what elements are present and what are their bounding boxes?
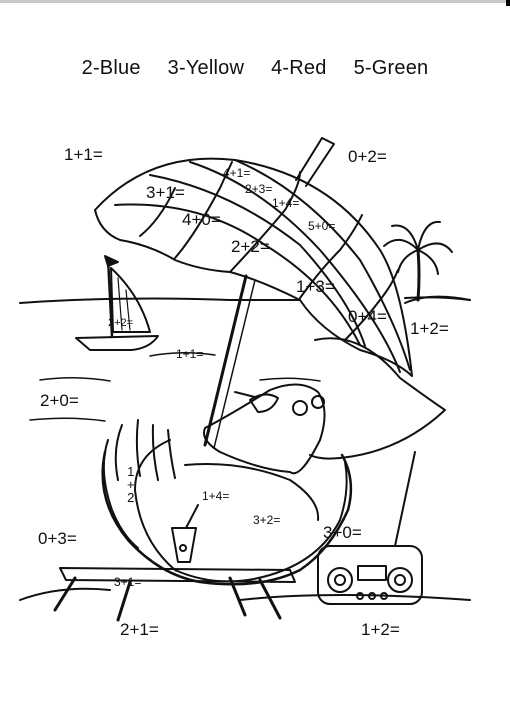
equation-label: 2+1=: [120, 620, 159, 639]
palm-tree: [383, 220, 453, 302]
equation-label: 1+2=: [410, 319, 449, 338]
sand-dune: [309, 337, 446, 460]
legend-yellow: 3-Yellow: [167, 57, 245, 79]
deck-chair: [53, 450, 353, 622]
equation-label: 1+4=: [202, 489, 230, 503]
equation-label: 1+2=: [361, 620, 400, 639]
equation-label: 1+4=: [272, 196, 300, 210]
sailboat: [75, 255, 159, 351]
drink-glass: [171, 504, 199, 563]
equation-label: 1+1=: [176, 347, 204, 361]
legend-blue: 2-Blue: [81, 57, 141, 79]
equation-part: +: [127, 477, 135, 492]
equation-label: 3+2=: [253, 513, 281, 527]
beach-umbrella: [94, 137, 413, 377]
equation-label: 4+1=: [223, 166, 251, 180]
equation-label-vertical: 1 + 2: [127, 465, 135, 504]
color-legend: 2-Blue 3-Yellow 4-Red 5-Green: [0, 57, 510, 80]
equation-label: 1+1=: [64, 145, 103, 164]
umbrella-pole: [213, 279, 256, 449]
wave-line: [39, 376, 111, 382]
wave-line: [259, 377, 321, 382]
equation-label: 0+2=: [348, 147, 387, 166]
equation-part: 1: [127, 464, 135, 479]
equation-label: 0+4=: [348, 307, 387, 326]
sand-ground: [19, 587, 471, 601]
equation-label: 3+1=: [114, 575, 142, 589]
wave-line: [29, 417, 106, 422]
equation-label: 2+2=: [108, 317, 134, 329]
top-edge: [0, 0, 510, 3]
horizon-line: [19, 297, 301, 304]
equation-label: 0+3=: [38, 529, 77, 548]
equation-label: 2+0=: [40, 391, 79, 410]
legend-red: 4-Red: [271, 57, 327, 79]
corner-mark: [506, 0, 510, 6]
radio: [317, 451, 423, 605]
equation-label: 5+0=: [308, 219, 336, 233]
equation-label: 3+1=: [146, 183, 185, 202]
equation-part: 2: [127, 490, 135, 505]
wave-line: [149, 351, 216, 357]
equation-label: 4+0=: [182, 210, 221, 229]
equation-label: 3+0=: [323, 523, 362, 542]
island: [404, 295, 471, 304]
equation-label: 2+3=: [245, 182, 273, 196]
equation-label: 1+3=: [296, 277, 335, 296]
legend-green: 5-Green: [353, 57, 429, 79]
umbrella-pole: [203, 274, 248, 447]
equation-label: 2+2=: [231, 237, 270, 256]
